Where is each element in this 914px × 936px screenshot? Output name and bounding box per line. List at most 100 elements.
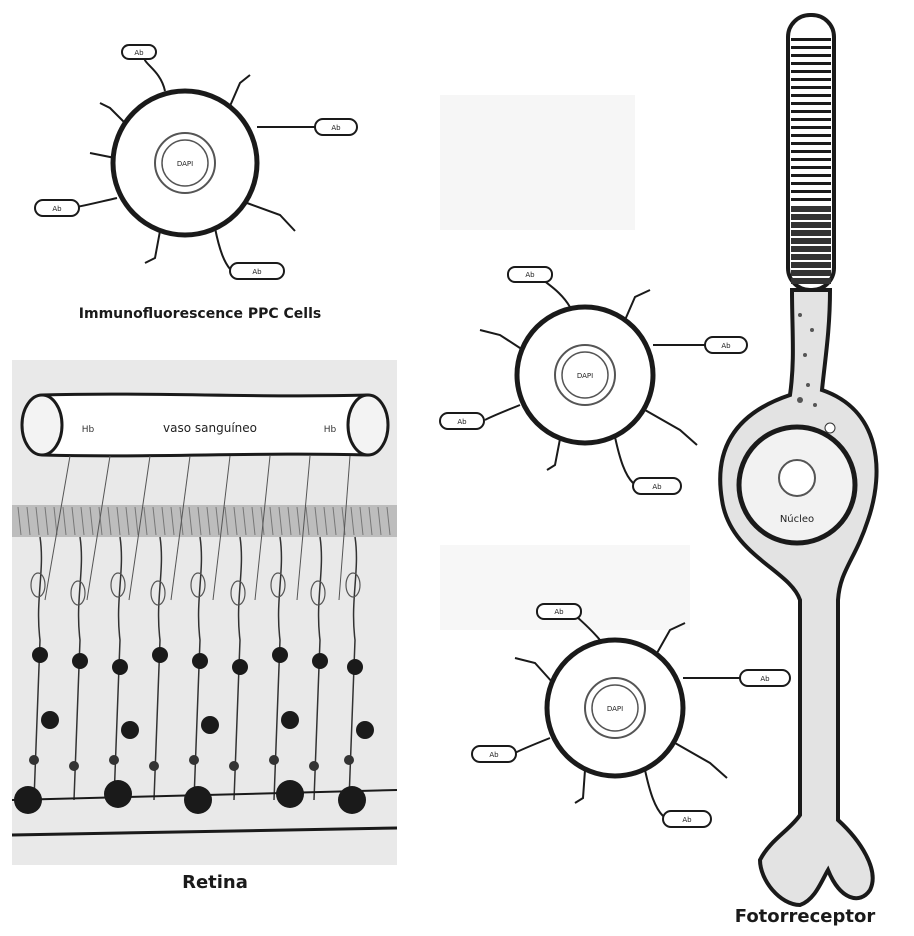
vessel-end-label: Hb [324, 425, 337, 435]
photoreceptor-illustration: Núcleo [720, 15, 876, 905]
membrane-disc [791, 94, 831, 97]
tag-label: Ab [252, 268, 262, 276]
membrane-disc [791, 110, 831, 113]
antibody-tag: Ab [653, 337, 747, 353]
nucleolus [779, 460, 815, 496]
tag-label: Ab [652, 483, 662, 491]
amacrine-cell [69, 761, 79, 771]
bipolar-cell [347, 659, 363, 675]
membrane-disc [791, 54, 831, 57]
membrane-disc [791, 182, 831, 185]
membrane-disc [791, 190, 831, 193]
tag-label: Ab [525, 271, 535, 279]
antibody-tag: Ab [508, 267, 570, 307]
tag-label: Ab [489, 751, 499, 759]
membrane-disc [791, 246, 831, 252]
membrane-disc [791, 270, 831, 276]
nucleus-label: DAPI [577, 372, 593, 380]
bg-panel [440, 95, 635, 230]
tag-label: Ab [760, 675, 770, 683]
cell-diagram-top: DAPI Ab Ab Ab Ab [35, 45, 357, 279]
caption-photoreceptor: Fotorreceptor [735, 906, 876, 927]
bipolar-cell [192, 653, 208, 669]
nucleus-label: DAPI [177, 160, 193, 168]
membrane-disc [791, 230, 831, 236]
cell-diagram-low: DAPI Ab Ab Ab Ab [472, 604, 790, 827]
membrane-disc [791, 254, 831, 260]
bipolar-cell [112, 659, 128, 675]
pigment-layer [12, 505, 397, 537]
amacrine-cell [109, 755, 119, 765]
antibody-tag: Ab [257, 119, 357, 135]
membrane-disc [791, 46, 831, 49]
nucleus-label: Núcleo [780, 513, 814, 525]
membrane-disc [791, 78, 831, 81]
ganglion-cell [104, 780, 132, 808]
horizontal-cell [41, 711, 59, 729]
bipolar-cell [152, 647, 168, 663]
antibody-tag: Ab [615, 437, 681, 494]
membrane-disc [791, 214, 831, 220]
amacrine-cell [344, 755, 354, 765]
horizontal-cell [121, 721, 139, 739]
bipolar-cell [72, 653, 88, 669]
bipolar-cell [32, 647, 48, 663]
tag-label: Ab [331, 124, 341, 132]
membrane-disc [791, 150, 831, 153]
amacrine-cell [269, 755, 279, 765]
antibody-tag: Ab [472, 738, 550, 762]
membrane-disc [791, 262, 831, 268]
antibody-tag: Ab [35, 198, 117, 216]
membrane-disc [791, 142, 831, 145]
ganglion-cell [184, 786, 212, 814]
amacrine-cell [149, 761, 159, 771]
tag-label: Ab [554, 608, 564, 616]
membrane-disc [791, 118, 831, 121]
membrane-disc [791, 222, 831, 228]
antibody-tag: Ab [645, 770, 711, 827]
caption-immunofluorescence: Immunofluorescence PPC Cells [79, 306, 321, 322]
membrane-disc [791, 38, 831, 41]
vessel-label: vaso sanguíneo [163, 421, 257, 435]
bipolar-cell [312, 653, 328, 669]
antibody-tag: Ab [440, 405, 520, 429]
membrane-disc [791, 86, 831, 89]
membrane-disc [791, 134, 831, 137]
membrane-disc [791, 126, 831, 129]
blood-vessel: Hb Hb vaso sanguíneo [22, 394, 388, 456]
amacrine-cell [309, 761, 319, 771]
horizontal-cell [281, 711, 299, 729]
antibody-tag: Ab [683, 670, 790, 686]
tag-label: Ab [52, 205, 62, 213]
membrane-disc [791, 102, 831, 105]
caption-retina: Retina [182, 872, 248, 893]
membrane-disc [791, 62, 831, 65]
cell-diagram-mid: DAPI Ab Ab Ab Ab [440, 267, 747, 494]
antibody-tag: Ab [215, 228, 284, 279]
vessel-end-label: Hb [82, 425, 95, 435]
retina-illustration: Hb Hb vaso sanguíneo [12, 360, 397, 865]
bipolar-cell [232, 659, 248, 675]
membrane-disc [791, 70, 831, 73]
membrane-disc [791, 166, 831, 169]
membrane-disc [791, 206, 831, 212]
membrane-disc [791, 158, 831, 161]
tag-label: Ab [134, 49, 144, 57]
tag-label: Ab [457, 418, 467, 426]
tag-label: Ab [721, 342, 731, 350]
amacrine-cell [189, 755, 199, 765]
tag-label: Ab [682, 816, 692, 824]
bipolar-cell [272, 647, 288, 663]
amacrine-cell [229, 761, 239, 771]
horizontal-cell [356, 721, 374, 739]
membrane-disc [791, 238, 831, 244]
amacrine-cell [29, 755, 39, 765]
horizontal-cell [201, 716, 219, 734]
membrane-disc [791, 278, 831, 284]
membrane-disc [791, 198, 831, 201]
membrane-disc [791, 174, 831, 177]
nucleus-label: DAPI [607, 705, 623, 713]
antibody-tag: Ab [122, 45, 165, 91]
